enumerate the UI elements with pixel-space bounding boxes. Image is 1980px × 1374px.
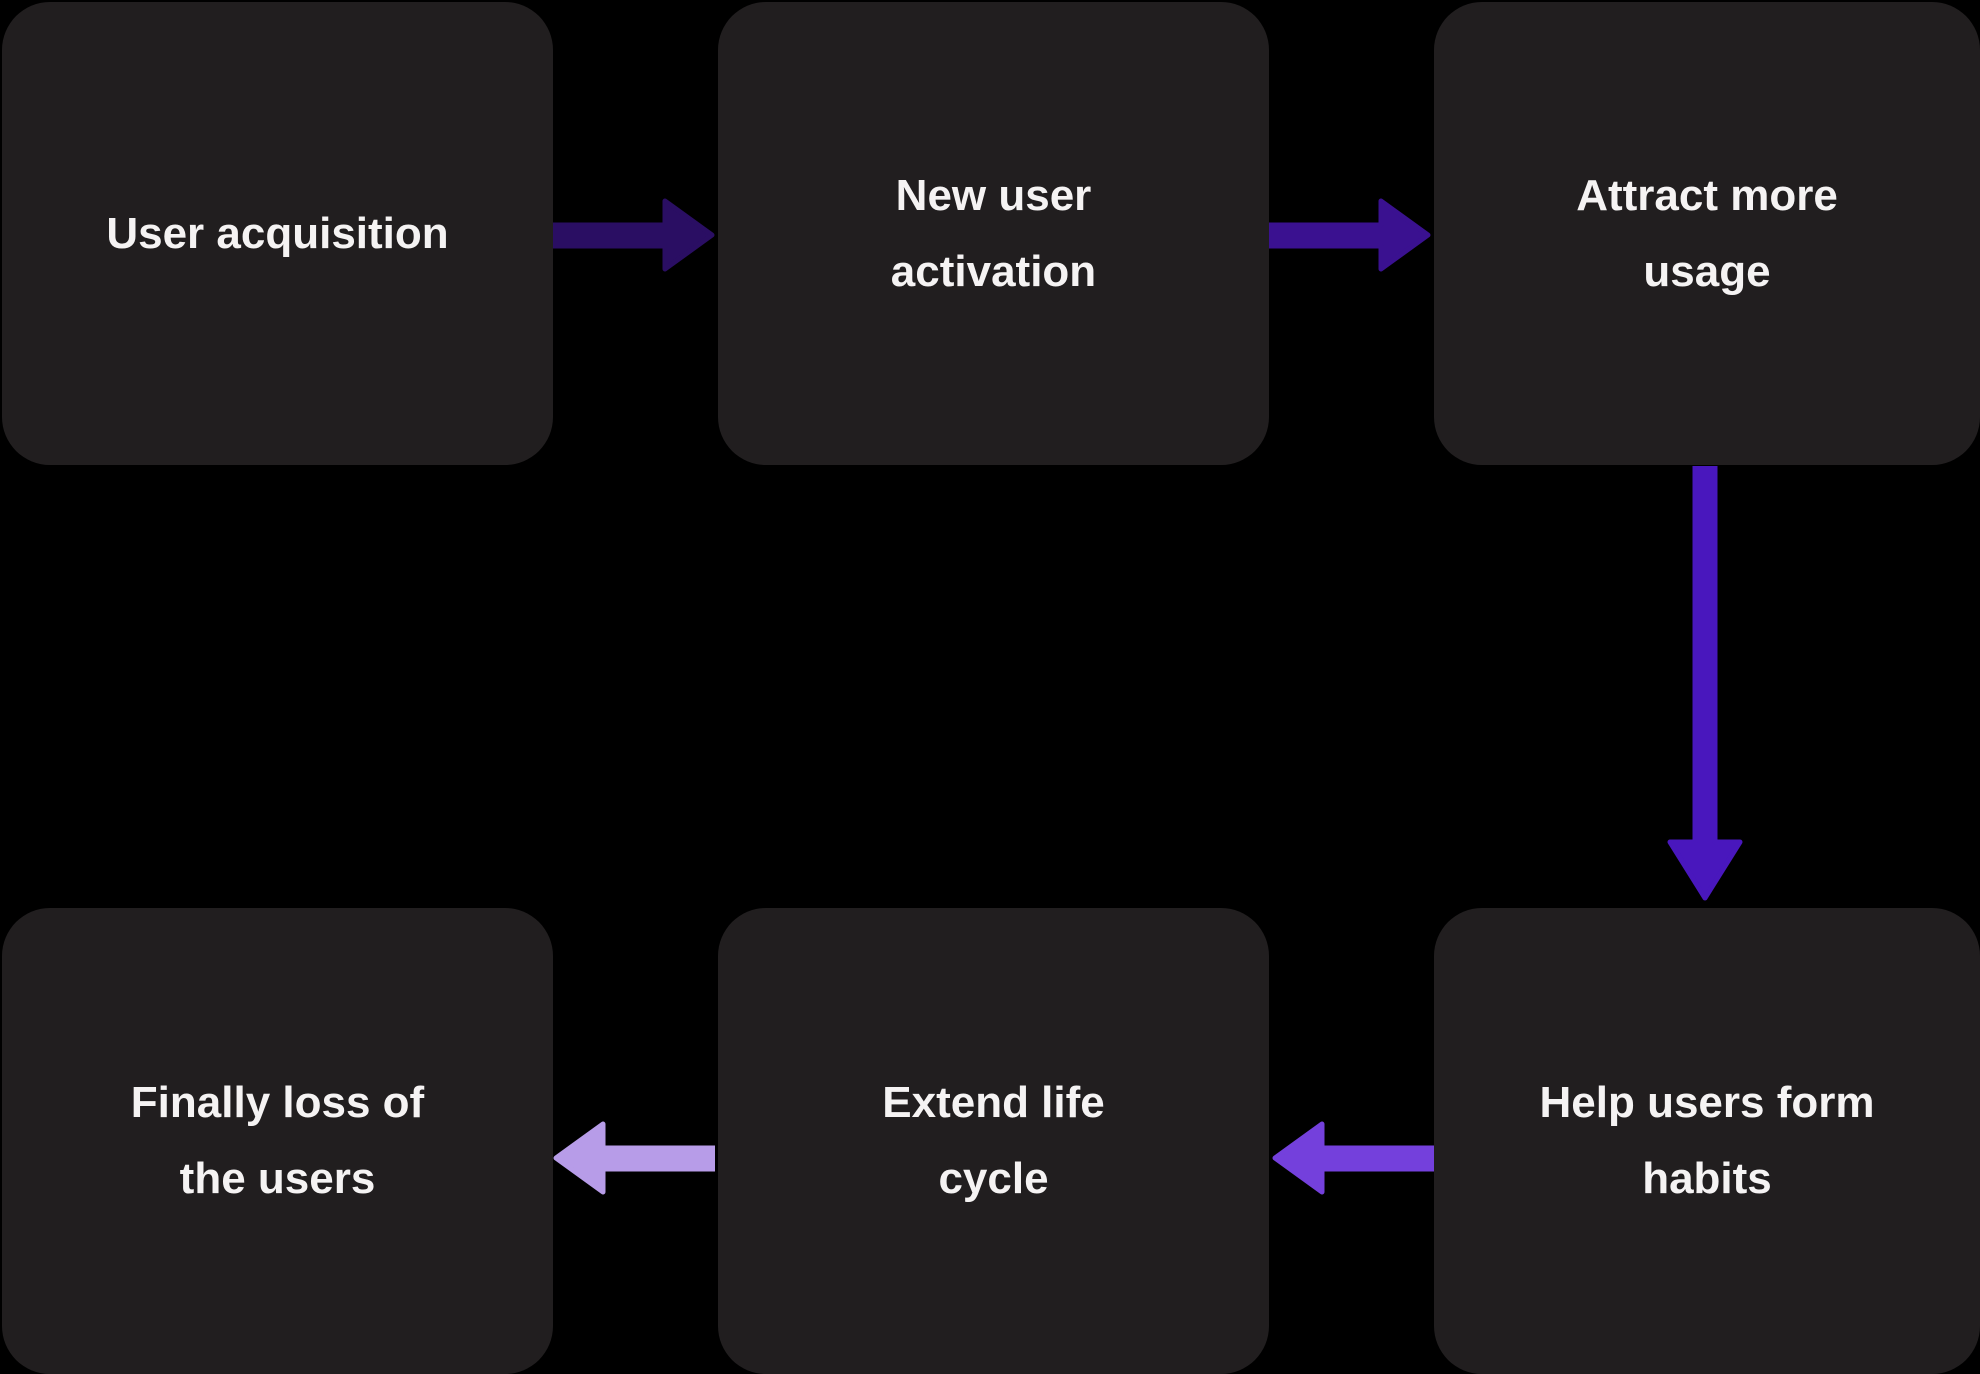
node-label: the users: [179, 1154, 376, 1203]
node-label: cycle: [938, 1154, 1049, 1203]
node-label: Finally loss of: [130, 1078, 425, 1128]
node-label: habits: [1642, 1154, 1772, 1203]
node-label: Help users form: [1539, 1078, 1875, 1128]
node-user-acquisition: User acquisition: [2, 2, 553, 465]
arrow-right-icon: [553, 198, 715, 272]
node-new-user-activation: New user activation: [718, 2, 1269, 465]
node-label: activation: [890, 246, 1097, 296]
node-finally-loss-of-users: Finally loss of the users: [2, 908, 553, 1374]
arrow-down-icon: [1667, 466, 1743, 901]
node-extend-life-cycle: Extend life cycle: [718, 908, 1269, 1374]
node-label: New user: [895, 170, 1092, 220]
node-label: User acquisition: [106, 208, 449, 258]
arrow-right-icon: [1269, 198, 1431, 272]
arrow-left-icon: [1272, 1121, 1434, 1195]
node-label: Extend life: [882, 1078, 1105, 1128]
node-label: usage: [1643, 246, 1771, 296]
node-help-users-form-habits: Help users form habits: [1434, 908, 1980, 1374]
arrow-left-icon: [553, 1121, 715, 1195]
node-label: Attract more: [1576, 170, 1838, 220]
node-attract-more-usage: Attract more usage: [1434, 2, 1980, 465]
